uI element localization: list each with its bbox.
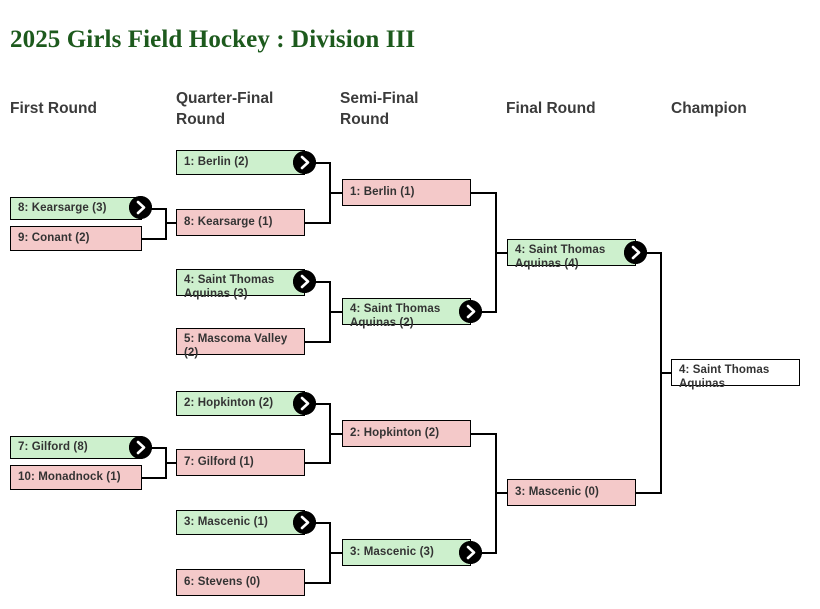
match-box-first-round-2[interactable]: 9: Conant (2) <box>10 226 142 251</box>
match-box-final-round-2[interactable]: 3: Mascenic (0) <box>507 479 636 506</box>
connector <box>636 252 662 254</box>
connector <box>305 162 331 164</box>
connector <box>305 582 331 584</box>
team-label: 1: Berlin (1) <box>350 185 415 198</box>
connector <box>305 522 331 524</box>
connector <box>305 222 331 224</box>
match-box-final-round-1[interactable]: 4: Saint Thomas Aquinas (4) <box>507 239 636 270</box>
connector <box>471 192 497 194</box>
team-label: 3: Mascenic (3) <box>350 545 434 558</box>
connector <box>139 447 167 449</box>
match-box-quarter-final-8[interactable]: 6: Stevens (0) <box>176 569 305 596</box>
connector <box>636 492 662 494</box>
connector <box>305 341 331 343</box>
connector <box>329 552 343 554</box>
connector <box>471 433 497 435</box>
connector <box>305 403 331 405</box>
advance-arrow-icon <box>459 541 482 564</box>
connector <box>305 462 331 464</box>
connector <box>660 372 672 374</box>
advance-arrow-icon <box>129 196 152 219</box>
advance-arrow-icon <box>293 270 316 293</box>
connector <box>305 281 331 283</box>
connector <box>329 311 343 313</box>
team-label: 4: Saint Thomas Aquinas (2) <box>350 303 441 329</box>
advance-arrow-icon <box>459 300 482 323</box>
round-header-final-round: Final Round <box>506 100 596 117</box>
match-box-quarter-final-3[interactable]: 4: Saint Thomas Aquinas (3) <box>176 269 305 300</box>
advance-arrow-icon <box>293 392 316 415</box>
team-label: 4: Saint Thomas Aquinas <box>679 364 770 390</box>
connector <box>165 222 177 224</box>
team-label: 4: Saint Thomas Aquinas (3) <box>184 274 275 300</box>
connector <box>471 552 497 554</box>
team-label: 1: Berlin (2) <box>184 155 249 168</box>
match-box-quarter-final-4[interactable]: 5: Mascoma Valley (2) <box>176 328 305 359</box>
connector <box>495 252 507 254</box>
team-label: 7: Gilford (1) <box>184 455 254 468</box>
round-header-quarter-final: Quarter-Final Round <box>176 90 274 128</box>
connector <box>165 462 177 464</box>
match-box-first-round-1[interactable]: 8: Kearsarge (3) <box>10 197 142 220</box>
match-box-semi-final-3[interactable]: 2: Hopkinton (2) <box>342 420 471 447</box>
match-box-champion[interactable]: 4: Saint Thomas Aquinas <box>671 359 800 390</box>
connector <box>495 492 507 494</box>
connector <box>139 238 167 240</box>
round-header-champion: Champion <box>671 100 747 117</box>
advance-arrow-icon <box>293 151 316 174</box>
team-label: 8: Kearsarge (3) <box>18 201 107 214</box>
team-label: 2: Hopkinton (2) <box>184 396 274 409</box>
match-box-quarter-final-2[interactable]: 8: Kearsarge (1) <box>176 209 305 236</box>
team-label: 9: Conant (2) <box>18 231 90 244</box>
connector <box>139 208 167 210</box>
team-label: 4: Saint Thomas Aquinas (4) <box>515 244 606 270</box>
advance-arrow-icon <box>129 436 152 459</box>
team-label: 10: Monadnock (1) <box>18 470 121 483</box>
match-box-first-round-4[interactable]: 10: Monadnock (1) <box>10 465 142 490</box>
team-label: 2: Hopkinton (2) <box>350 426 440 439</box>
connector <box>471 311 497 313</box>
round-header-first-round: First Round <box>10 100 97 117</box>
team-label: 7: Gilford (8) <box>18 440 88 453</box>
match-box-first-round-3[interactable]: 7: Gilford (8) <box>10 436 142 459</box>
match-box-semi-final-4[interactable]: 3: Mascenic (3) <box>342 539 471 566</box>
match-box-quarter-final-6[interactable]: 7: Gilford (1) <box>176 449 305 476</box>
advance-arrow-icon <box>624 241 647 264</box>
team-label: 5: Mascoma Valley (2) <box>184 333 288 359</box>
connector <box>139 477 167 479</box>
connector <box>329 192 343 194</box>
match-box-semi-final-1[interactable]: 1: Berlin (1) <box>342 179 471 206</box>
match-box-quarter-final-5[interactable]: 2: Hopkinton (2) <box>176 391 305 416</box>
connector <box>329 433 343 435</box>
team-label: 3: Mascenic (1) <box>184 515 268 528</box>
team-label: 3: Mascenic (0) <box>515 485 599 498</box>
round-header-semi-final: Semi-Final Round <box>340 90 419 128</box>
team-label: 8: Kearsarge (1) <box>184 215 273 228</box>
match-box-semi-final-2[interactable]: 4: Saint Thomas Aquinas (2) <box>342 298 471 329</box>
match-box-quarter-final-1[interactable]: 1: Berlin (2) <box>176 150 305 175</box>
match-box-quarter-final-7[interactable]: 3: Mascenic (1) <box>176 510 305 535</box>
page-title: 2025 Girls Field Hockey : Division III <box>10 26 416 53</box>
advance-arrow-icon <box>293 511 316 534</box>
team-label: 6: Stevens (0) <box>184 575 261 588</box>
